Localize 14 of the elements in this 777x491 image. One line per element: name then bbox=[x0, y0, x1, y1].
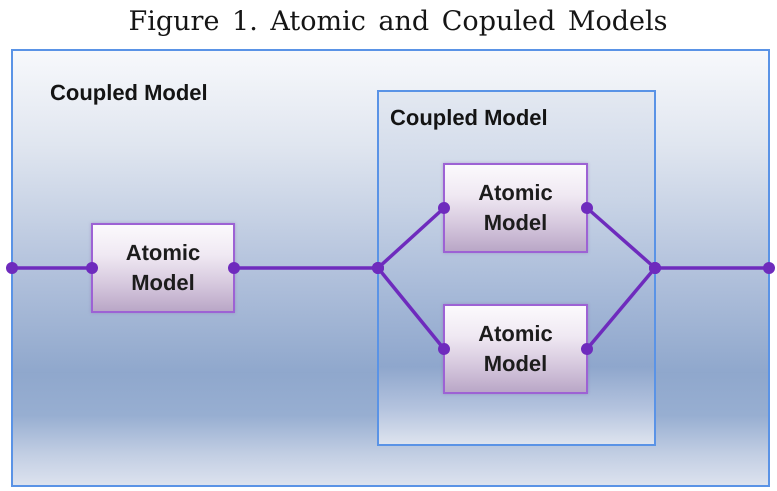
figure-caption: Figure 1. Atomic and Copuled Models bbox=[128, 5, 668, 39]
group-box bbox=[377, 90, 656, 446]
model-box bbox=[443, 163, 588, 253]
group-box bbox=[11, 49, 770, 487]
model-box bbox=[91, 223, 235, 313]
group-heading: Coupled Model bbox=[390, 105, 548, 131]
connector-line bbox=[6, 262, 98, 274]
box-label: Atomic Model bbox=[477, 320, 554, 378]
box-label: Atomic Model bbox=[477, 179, 554, 237]
model-box bbox=[443, 304, 588, 394]
connector-line bbox=[649, 262, 775, 274]
group-heading: Coupled Model bbox=[50, 80, 208, 106]
connector-line bbox=[372, 262, 450, 355]
box-label: Atomic Model bbox=[124, 239, 202, 297]
